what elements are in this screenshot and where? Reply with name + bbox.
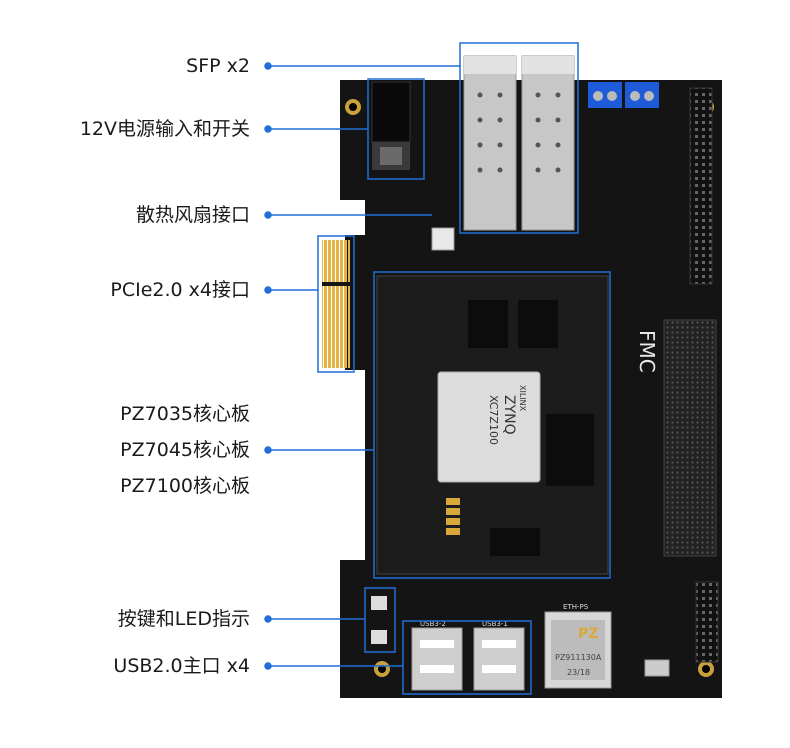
pz-logo-text: PZ [578, 626, 598, 642]
highlight-usb [402, 620, 532, 695]
callout-usb: USB2.0主口 x4 [113, 655, 250, 677]
eth-part-text: PZ911130A [555, 653, 602, 662]
gpio-header-bottom [695, 581, 719, 663]
memory-chip [546, 414, 594, 486]
pcie-gold-fingers [322, 240, 350, 368]
eth-date-text: 23/18 [567, 668, 590, 677]
memory-chip [468, 300, 508, 348]
zynq-chip [437, 371, 541, 483]
fan-connector [431, 227, 455, 251]
highlight-pcie [317, 235, 355, 373]
power-jack [371, 81, 411, 143]
sfp-cage-1 [463, 55, 517, 231]
usb-port-2 [473, 627, 525, 691]
chip-model-text: XC7Z100 [487, 395, 500, 445]
callout-core-board-2: PZ7045核心板 [120, 439, 250, 461]
usb-label-1-text: USB3-2 [420, 620, 446, 628]
usb-port-1 [411, 627, 463, 691]
chip-brand-text: XILINX [518, 385, 527, 412]
callout-core-board-1: PZ7035核心板 [120, 403, 250, 425]
terminal-block-1 [588, 82, 622, 108]
eth-label-text: ETH-PS [563, 603, 589, 611]
gpio-header-top [689, 87, 713, 285]
callout-fan: 散热风扇接口 [135, 204, 250, 226]
sfp-cage-2 [521, 55, 575, 231]
fmc-connector [663, 319, 717, 557]
memory-chip [490, 528, 540, 556]
callout-core-board-3: PZ7100核心板 [120, 475, 250, 497]
push-button [371, 596, 387, 610]
fmc-logo-text: FMC [635, 330, 659, 373]
micro-usb-port [644, 659, 670, 677]
highlight-core-board [373, 271, 611, 579]
callout-buttons-led: 按键和LED指示 [117, 608, 250, 630]
highlight-sfp [459, 42, 579, 234]
usb-label-2-text: USB3-1 [482, 620, 508, 628]
callout-pcie: PCIe2.0 x4接口 [110, 279, 250, 301]
push-button [371, 630, 387, 644]
highlight-buttons [364, 587, 396, 653]
terminal-block-2 [625, 82, 659, 108]
chip-family-text: ZYNQ [501, 395, 517, 435]
callout-core-boards: PZ7035核心板 PZ7045核心板 PZ7100核心板 [120, 402, 250, 510]
memory-chip [518, 300, 558, 348]
callout-power: 12V电源输入和开关 [79, 118, 250, 140]
callout-sfp: SFP x2 [186, 55, 250, 77]
